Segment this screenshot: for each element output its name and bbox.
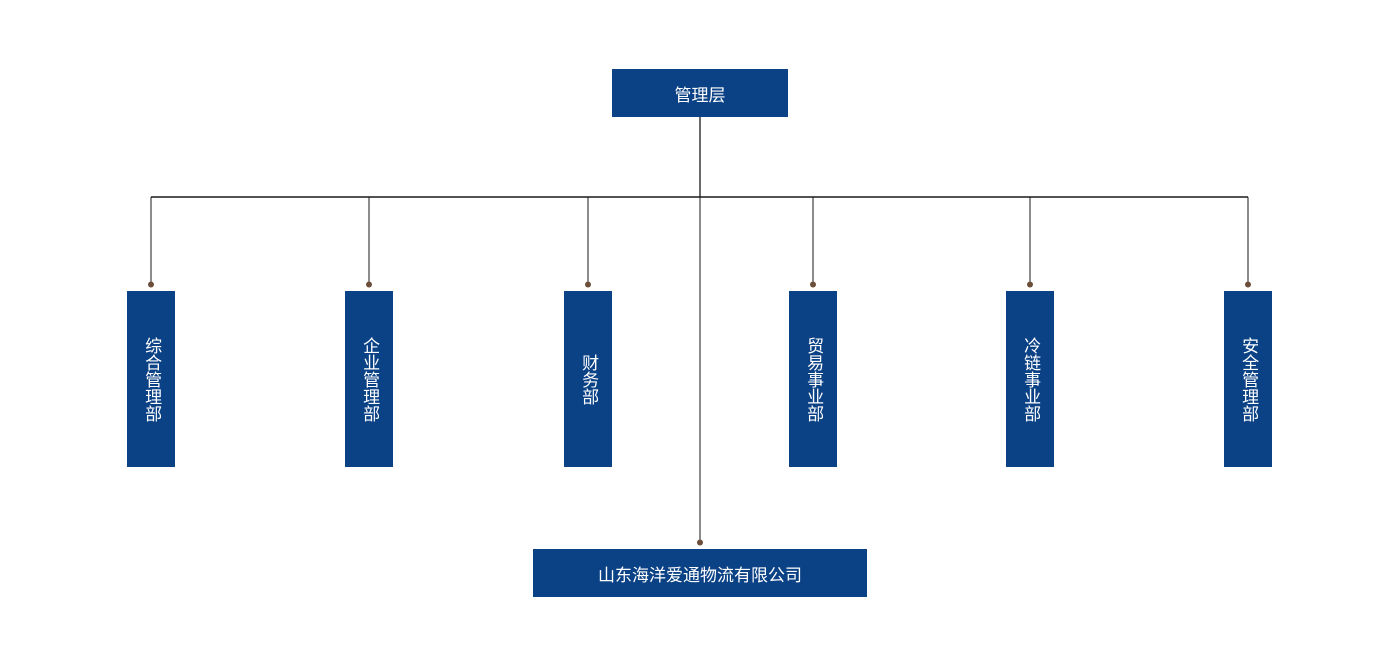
dept-box-safety-management: 安全管理部 — [1224, 291, 1272, 467]
dept-box-finance: 财务部 — [564, 291, 612, 467]
company-box: 山东海洋爱通物流有限公司 — [533, 549, 867, 597]
dot-dept-1 — [366, 281, 372, 288]
dot-dept-4 — [1027, 281, 1033, 288]
dept-box-general-management: 综合管理部 — [127, 291, 175, 467]
company-label: 山东海洋爱通物流有限公司 — [598, 565, 802, 586]
management-label: 管理层 — [674, 85, 726, 106]
management-box: 管理层 — [612, 69, 788, 117]
dept-label: 财务部 — [578, 353, 599, 405]
dept-box-enterprise-management: 企业管理部 — [345, 291, 393, 467]
dot-company — [697, 539, 703, 546]
dept-label: 综合管理部 — [141, 336, 162, 422]
dept-box-cold-chain: 冷链事业部 — [1006, 291, 1054, 467]
dept-label: 贸易事业部 — [803, 336, 824, 422]
dot-dept-2 — [585, 281, 591, 288]
dot-dept-3 — [810, 281, 816, 288]
dot-dept-5 — [1245, 281, 1251, 288]
dept-label: 安全管理部 — [1238, 336, 1259, 422]
dept-label: 企业管理部 — [359, 336, 380, 422]
dept-box-trade: 贸易事业部 — [789, 291, 837, 467]
dot-dept-0 — [148, 281, 154, 288]
dept-label: 冷链事业部 — [1020, 336, 1041, 422]
